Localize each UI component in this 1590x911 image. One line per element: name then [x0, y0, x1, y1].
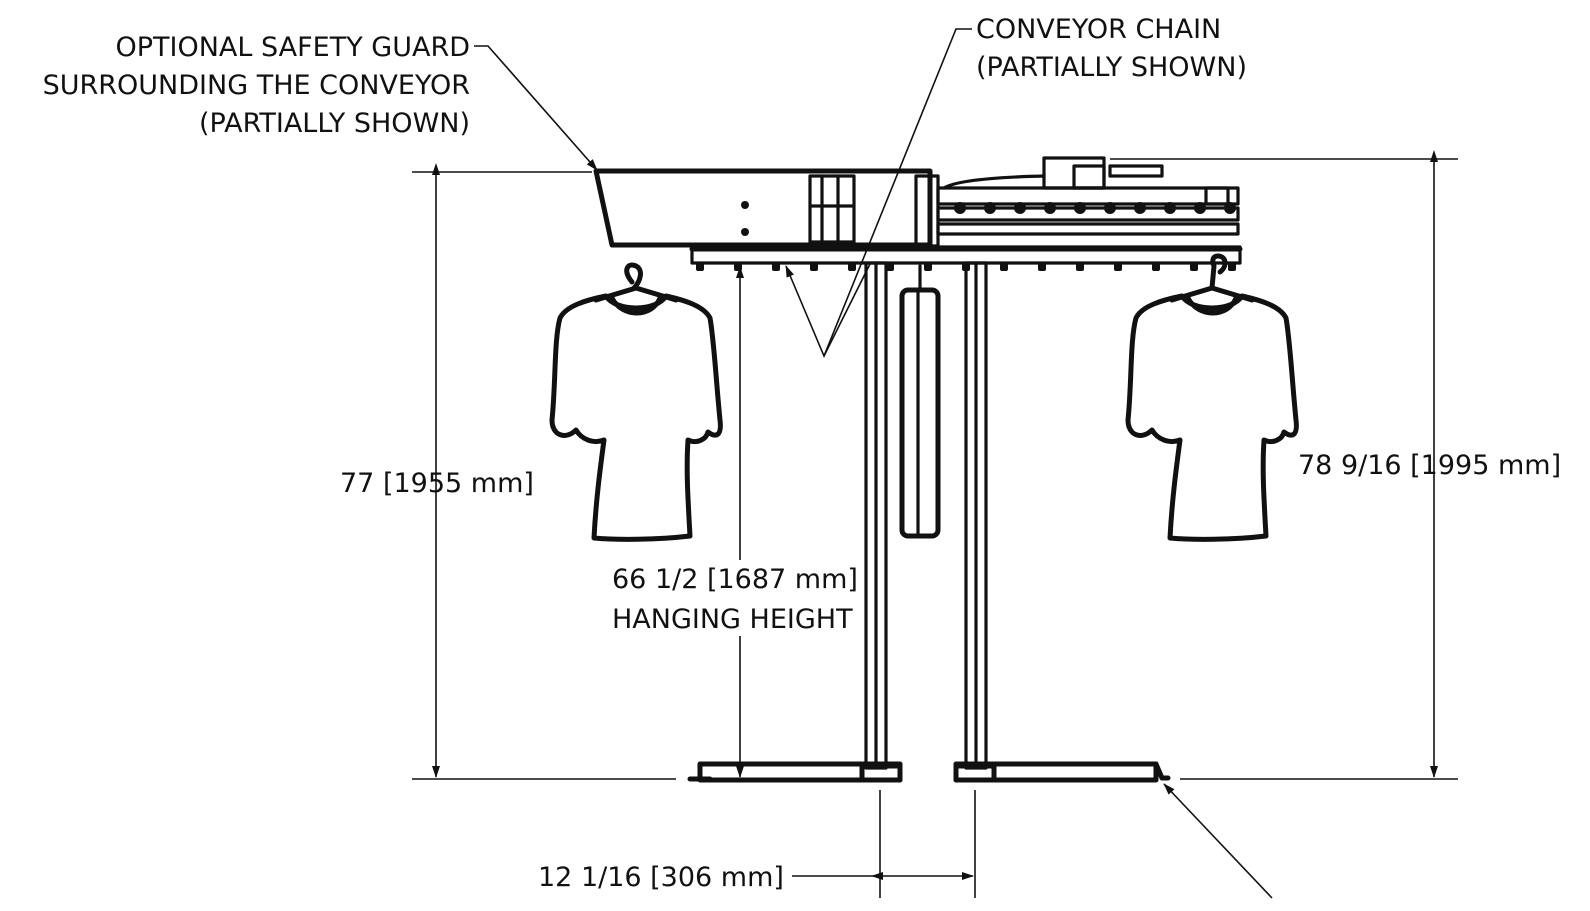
motor-bracket	[942, 174, 1046, 190]
base-right-lip	[1153, 761, 1171, 781]
chain-pendant	[1190, 262, 1198, 271]
chain-pendant	[696, 262, 704, 271]
chain-pendant	[1038, 262, 1046, 271]
guard-tray	[593, 168, 933, 248]
chain-pendant	[734, 262, 742, 271]
chain-roller	[984, 202, 996, 214]
chain-pendant	[1152, 262, 1160, 271]
hanger	[593, 285, 679, 303]
overall-height-left-label: 77 [1955 mm]	[340, 468, 534, 499]
chain-pendant	[924, 262, 932, 271]
chain-roller	[1194, 202, 1206, 214]
chain-roller	[1044, 202, 1056, 214]
leaders	[474, 28, 1273, 899]
chain-pendant	[1076, 262, 1084, 271]
conveyor-chain	[696, 202, 1236, 271]
hanger	[1169, 285, 1255, 303]
chain-roller	[954, 202, 966, 214]
bracket-block	[808, 174, 856, 244]
guard-bolt	[741, 201, 749, 209]
chain-pendant	[1000, 262, 1008, 271]
chain-roller	[1164, 202, 1176, 214]
safety-guard-label-line2: SURROUNDING THE CONVEYOR	[43, 70, 470, 101]
guard-bolt	[741, 228, 749, 236]
base	[687, 761, 1171, 783]
chain-label-line2: (PARTIALLY SHOWN)	[976, 52, 1247, 83]
collar	[609, 295, 663, 316]
t-shirt	[549, 293, 723, 542]
support-posts	[864, 261, 988, 770]
motor-cap	[1072, 164, 1106, 190]
chain-pendant	[1114, 262, 1122, 271]
chain-label-line1: CONVEYOR CHAIN	[976, 14, 1221, 45]
overall-height-right-label: 78 9/16 [1995 mm]	[1298, 450, 1561, 481]
t-shirt	[1125, 293, 1299, 542]
chain-roller	[1134, 202, 1146, 214]
extension-lines	[412, 158, 1458, 898]
shirt-left	[549, 262, 723, 542]
chain-roller	[1074, 202, 1086, 214]
chain-roller	[1224, 202, 1236, 214]
sprocket-box	[1204, 186, 1230, 206]
collar	[1185, 295, 1239, 316]
chain-pendant	[848, 262, 856, 271]
hanging-height-caption: HANGING HEIGHT	[612, 604, 853, 635]
garment-side-view	[899, 287, 941, 539]
motor-mount	[1108, 164, 1164, 178]
chain-leader-a	[785, 28, 972, 359]
hanger-hook	[1209, 253, 1228, 291]
safety-guard	[593, 168, 933, 248]
chain-pendant	[772, 262, 780, 271]
chain-pendant	[886, 262, 894, 271]
safety-guard-label-line1: OPTIONAL SAFETY GUARD	[115, 32, 470, 63]
shirt-right	[1125, 253, 1299, 542]
chain-roller	[1014, 202, 1026, 214]
chain-pendant	[1228, 262, 1236, 271]
drive-box	[936, 222, 1240, 236]
chain-leader-b	[823, 263, 871, 357]
hanger-hook	[624, 262, 643, 291]
drive-box	[936, 186, 1240, 206]
base-leader	[1163, 783, 1273, 899]
drive-box	[936, 206, 1240, 222]
hanging-height-value: 66 1/2 [1687 mm]	[612, 564, 858, 595]
chain-pendant	[810, 262, 818, 271]
labels: OPTIONAL SAFETY GUARD SURROUNDING THE CO…	[43, 14, 1562, 893]
garment-center	[899, 264, 941, 539]
chain-roller	[1104, 202, 1116, 214]
post-spacing-label: 12 1/16 [306 mm]	[538, 862, 784, 893]
drive-housing	[914, 174, 940, 248]
base-foot-left	[859, 763, 903, 783]
safety-guard-label-line3: (PARTIALLY SHOWN)	[199, 108, 470, 139]
base-foot-right	[953, 763, 997, 783]
conveyor-frame	[689, 156, 1243, 265]
dimension-lines	[432, 150, 1438, 880]
safety-guard-leader	[474, 45, 598, 171]
